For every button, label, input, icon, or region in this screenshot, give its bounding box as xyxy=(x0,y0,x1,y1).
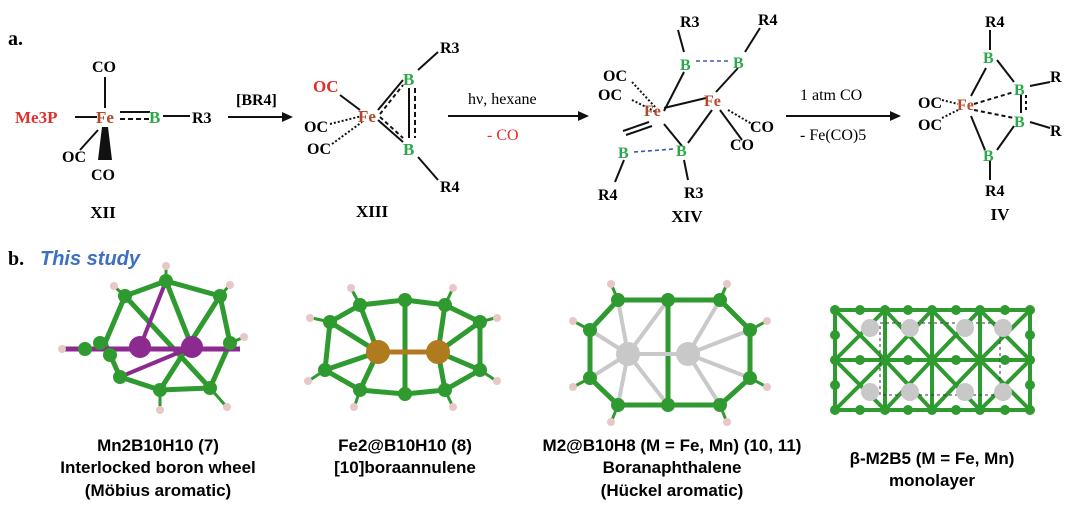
caption-4-line-1: β-M2B5 (M = Fe, Mn) xyxy=(850,449,1015,468)
xii-oc: OC xyxy=(62,149,86,166)
compound-label-iv: IV xyxy=(991,205,1011,224)
xii-r3: R3 xyxy=(192,110,212,127)
xiv-b-4: B xyxy=(676,143,687,160)
xiii-oc-red: OC xyxy=(313,77,339,96)
fe2-boron-atoms xyxy=(318,293,487,401)
compound-xii: CO Me3P Fe B R3 OC CO XII xyxy=(15,59,212,222)
structure-m2b5-monolayer xyxy=(830,305,1035,415)
reaction-arrow-1: [BR4] xyxy=(228,92,293,122)
xiii-hashed-bonds xyxy=(329,115,363,145)
arrow-1-reagent: [BR4] xyxy=(236,92,277,109)
xiv-hashed-bonds xyxy=(631,81,753,125)
iv-b-right-2: B xyxy=(1014,114,1025,131)
mn-atom-2 xyxy=(181,336,203,358)
xiii-b-top: B xyxy=(403,70,414,89)
xiv-co-2: CO xyxy=(730,137,754,154)
arrow-3-condition: 1 atm CO xyxy=(800,87,862,104)
xiii-r3: R3 xyxy=(440,40,460,57)
reaction-arrow-3: 1 atm CO - Fe(CO)5 xyxy=(786,87,901,144)
caption-3-line-3: (Hückel aromatic) xyxy=(601,481,744,500)
iv-oc-2: OC xyxy=(918,117,942,134)
reaction-arrow-2: hν, hexane - CO xyxy=(448,91,589,144)
fe-atom-2 xyxy=(426,340,450,364)
xiii-b-bottom: B xyxy=(403,140,414,159)
xiv-r4-top: R4 xyxy=(758,12,778,29)
metal-atom-2 xyxy=(676,342,700,366)
compound-xiii: OC Fe B B R3 R4 OC OC XIII xyxy=(304,40,460,221)
xiv-fe-1: Fe xyxy=(644,103,661,120)
xiv-r3-top: R3 xyxy=(680,14,700,31)
iv-hashed-bonds xyxy=(941,99,959,119)
monolayer-boron-atoms xyxy=(830,305,1035,415)
panel-b-label: b. xyxy=(8,248,24,270)
fe2-hydrogen-atoms xyxy=(304,284,501,411)
iv-b-bottom: B xyxy=(983,148,994,165)
naphthalene-boron-atoms xyxy=(583,293,757,412)
iv-b-right-1: B xyxy=(1014,82,1025,99)
xii-fe: Fe xyxy=(96,108,114,127)
arrow-2-condition: hν, hexane xyxy=(468,91,537,108)
xii-co-top: CO xyxy=(92,59,116,76)
iv-oc-1: OC xyxy=(918,95,942,112)
wheel-hydrogen-atoms xyxy=(58,262,248,414)
iv-r4-top: R4 xyxy=(985,14,1005,31)
mn-atom-1 xyxy=(129,336,151,358)
arrow-2-byproduct: - CO xyxy=(487,127,519,144)
xiv-fe-2: Fe xyxy=(704,93,721,110)
structure-fe2b10h10 xyxy=(304,284,501,411)
caption-structure-4: β-M2B5 (M = Fe, Mn) monolayer xyxy=(850,449,1015,490)
caption-1-line-2: Interlocked boron wheel xyxy=(60,458,256,477)
caption-4-line-2: monolayer xyxy=(889,471,975,490)
caption-3-line-1: M2@B10H8 (M = Fe, Mn) (10, 11) xyxy=(543,436,802,455)
panel-b-title: This study xyxy=(40,248,141,270)
xiii-r4: R4 xyxy=(440,179,460,196)
metal-atom-1 xyxy=(616,342,640,366)
caption-2-line-2: [10]boraannulene xyxy=(334,458,476,477)
xiv-oc-2: OC xyxy=(598,87,622,104)
caption-structure-2: Fe2@B10H10 (8) [10]boraannulene xyxy=(334,436,476,477)
fe-atom-1 xyxy=(366,340,390,364)
iv-r4-bottom: R4 xyxy=(985,183,1005,200)
monolayer-metal-atoms xyxy=(861,319,1012,401)
xiv-b-1: B xyxy=(680,57,691,74)
arrow-3-byproduct: - Fe(CO)5 xyxy=(800,127,866,144)
xiv-r3-bottom: R3 xyxy=(684,185,704,202)
caption-3-line-2: Boranaphthalene xyxy=(603,458,742,477)
caption-1-line-1: Mn2B10H10 (7) xyxy=(97,436,219,455)
caption-1-line-3: (Möbius aromatic) xyxy=(85,481,231,500)
unit-cell-outline xyxy=(879,322,1001,396)
panel-a-label: a. xyxy=(8,28,23,50)
caption-2-line-1: Fe2@B10H10 (8) xyxy=(338,436,472,455)
iv-fe: Fe xyxy=(957,97,974,114)
caption-structure-1: Mn2B10H10 (7) Interlocked boron wheel (M… xyxy=(60,436,256,500)
iv-r3-partial: R xyxy=(1050,69,1062,86)
compound-label-xiii: XIII xyxy=(356,202,389,221)
structure-mn2b10h10 xyxy=(58,262,248,414)
naphthalene-hydrogen-atoms xyxy=(569,280,771,426)
xiii-oc-2: OC xyxy=(307,141,331,158)
xiv-b-3: B xyxy=(618,145,629,162)
compound-xiv: R3 R4 B B OC OC Fe Fe CO CO B B R4 R3 XI… xyxy=(598,12,778,226)
iv-r-partial: R xyxy=(1050,123,1062,140)
xiii-fe: Fe xyxy=(358,107,376,126)
xii-me3p: Me3P xyxy=(15,108,57,127)
caption-structure-3: M2@B10H8 (M = Fe, Mn) (10, 11) Boranapht… xyxy=(543,436,802,500)
xii-co-bottom: CO xyxy=(91,167,115,184)
structure-m2b10h8 xyxy=(569,280,771,426)
xiii-oc-1: OC xyxy=(304,119,328,136)
xiv-co-1: CO xyxy=(750,119,774,136)
compound-label-xiv: XIV xyxy=(671,207,703,226)
xiv-r4-bottom: R4 xyxy=(598,187,618,204)
xiv-b-2: B xyxy=(733,55,744,72)
xii-b: B xyxy=(149,108,160,127)
iv-b-top: B xyxy=(983,50,994,67)
xiv-oc-1: OC xyxy=(603,68,627,85)
compound-iv: R4 B R B OC Fe B R OC B R4 IV xyxy=(918,14,1062,224)
wheel-boron-atoms xyxy=(78,274,237,397)
compound-label-xii: XII xyxy=(90,203,116,222)
